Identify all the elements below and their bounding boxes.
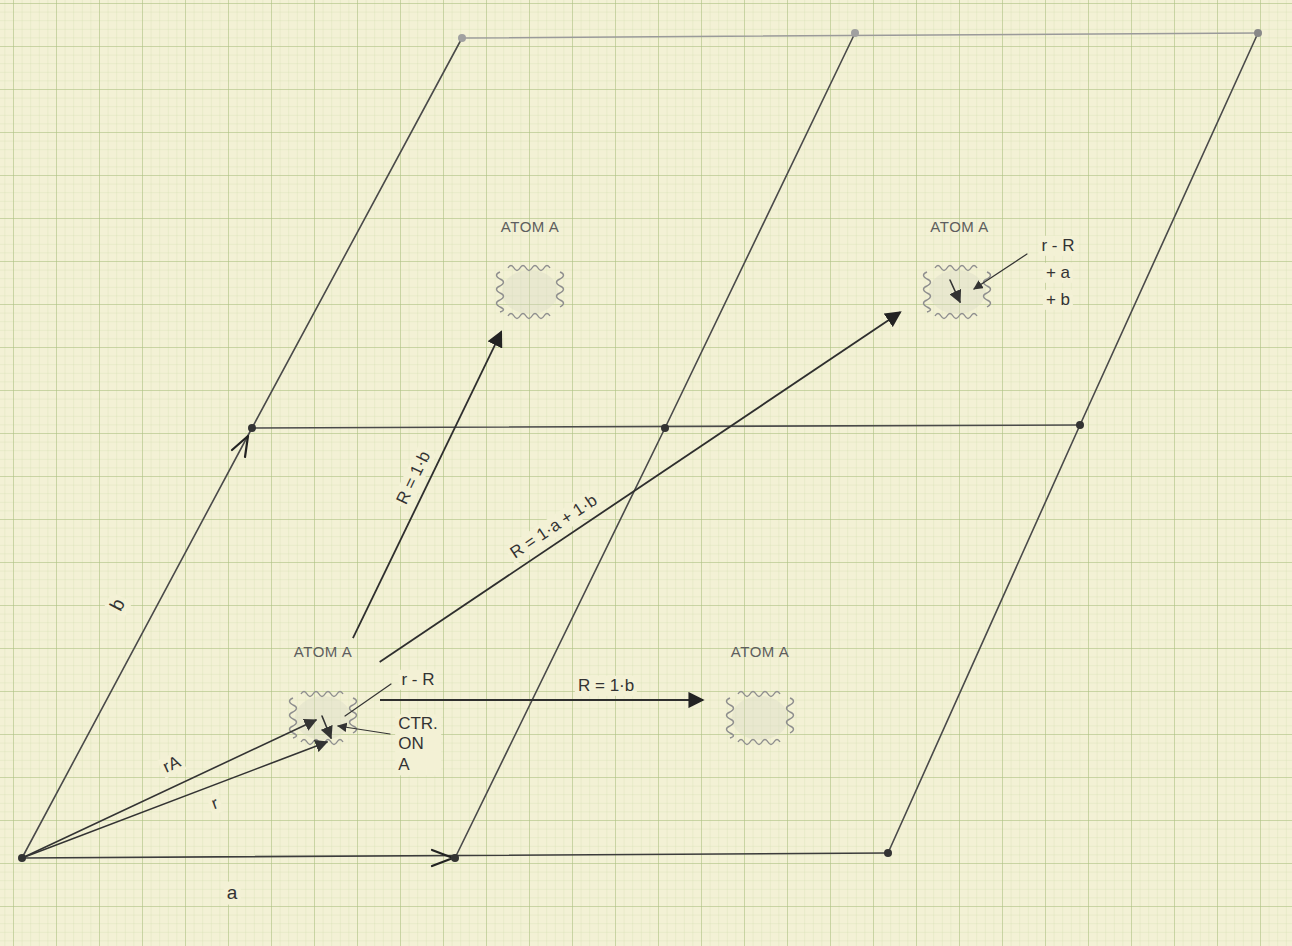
atom-label: ATOM A [705,640,815,660]
vector-equation: R = 1·a + 1·b [504,489,604,565]
relative-vector [950,280,960,302]
vector-equation: R = 1·b [391,446,436,511]
vector-label: CTR. ON A [395,714,441,775]
lattice-point [458,34,466,42]
lattice-vector [380,699,703,701]
vector-label: b [104,592,132,617]
vector-label: r - R [1038,236,1077,256]
position-vector [22,742,327,858]
vector-label: a [224,882,241,905]
lattice-point [1076,421,1084,429]
lattice-point [248,424,256,432]
lattice-point [884,849,892,857]
vector-label: + a [1043,263,1073,283]
lattice-point [1254,29,1262,37]
lattice-vector [353,332,501,638]
atom-cloud [924,266,991,319]
lattice-line [462,33,1258,38]
vector-equation: R = 1·b [575,676,637,696]
lattice-point [851,29,859,37]
relative-vector [322,716,331,738]
atom-box: ATOM A [268,640,378,760]
atom-box: ATOM A [705,640,815,760]
leader-line [974,254,1027,289]
atom-label: ATOM A [268,640,378,660]
vector-label: r - R [398,670,437,690]
lattice-point [451,854,459,862]
lattice-line [22,38,462,858]
vector-label: + b [1043,290,1073,310]
atom-cloud [290,692,357,745]
atom-box: ATOM A [475,215,585,330]
position-vector [22,720,316,858]
atom-label: ATOM A [902,215,1017,235]
atom-box: ATOM A [902,215,1017,330]
vector-head [432,850,453,866]
atom-label: ATOM A [475,215,585,235]
lattice-line [888,33,1258,853]
atom-cloud [497,266,564,319]
vector-head [232,436,248,457]
lattice-line [455,33,855,858]
lattice-point [661,424,669,432]
vector-label: rA [157,751,186,779]
atom-cloud [727,692,794,745]
lattice-vector [380,312,901,662]
leader-line [338,726,390,734]
vector-label: r [206,792,224,815]
